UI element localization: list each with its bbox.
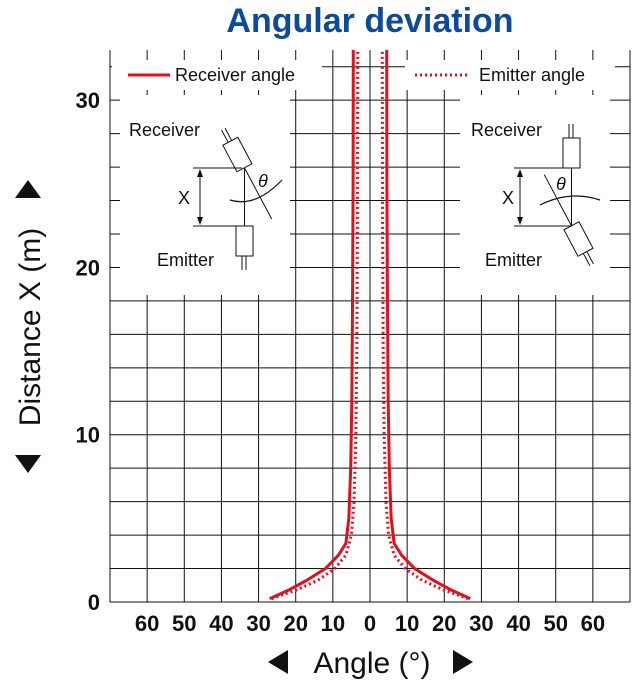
legend: Receiver angle Emitter angle <box>128 65 585 85</box>
x-tick-label: 20 <box>283 611 307 636</box>
receiver-curve-right <box>385 49 471 601</box>
x-tick-label: 20 <box>432 611 456 636</box>
receiver-inset-background <box>120 95 290 295</box>
legend-emitter-label: Emitter angle <box>479 65 585 85</box>
x-tick-label: 30 <box>469 611 493 636</box>
x-tick-label: 10 <box>321 611 345 636</box>
x-tick-label: 60 <box>581 611 605 636</box>
receiver-inset-distance-label: X <box>178 188 190 208</box>
receiver-inset-emitter-label: Emitter <box>157 250 214 270</box>
y-tick-label: 0 <box>88 590 100 615</box>
emitter-inset-emitter-label: Emitter <box>485 250 542 270</box>
y-tick-label: 10 <box>76 423 100 448</box>
x-tick-label: 50 <box>543 611 567 636</box>
y-tick-label: 20 <box>76 255 100 280</box>
left-triangle-icon <box>268 650 288 674</box>
x-axis-label-group: Angle (°) <box>268 647 473 680</box>
right-triangle-icon <box>453 650 473 674</box>
y-tick-label: 30 <box>76 88 100 113</box>
emitter-curve-left <box>271 49 360 601</box>
emitter-inset-receiver-label: Receiver <box>471 120 542 140</box>
emitter-angle-diagram: Receiver Emitter X θ <box>471 120 601 270</box>
x-tick-label: 50 <box>172 611 196 636</box>
x-tick-label: 30 <box>246 611 270 636</box>
emitter-curve-right <box>380 49 469 601</box>
data-curves <box>269 49 471 601</box>
legend-receiver-label: Receiver angle <box>175 65 295 85</box>
y-axis-label-group: Distance X (m) <box>14 180 47 473</box>
down-triangle-icon <box>15 455 41 473</box>
emitter-inset-background <box>460 95 610 295</box>
emitter-inset-angle-label: θ <box>556 174 566 194</box>
x-tick-labels: 60 50 40 30 20 10 0 10 20 30 40 50 60 <box>135 611 605 636</box>
receiver-curve-left <box>269 49 355 601</box>
receiver-angle-diagram: Receiver Emitter X θ <box>129 120 283 270</box>
up-triangle-icon <box>15 180 41 198</box>
receiver-inset-receiver-label: Receiver <box>129 120 200 140</box>
y-axis-label: Distance X (m) <box>14 228 47 426</box>
receiver-inset-angle-label: θ <box>258 171 268 191</box>
x-axis-label: Angle (°) <box>313 647 430 680</box>
x-tick-label: 0 <box>364 611 376 636</box>
x-tick-label: 40 <box>209 611 233 636</box>
emitter-inset-distance-label: X <box>502 188 514 208</box>
chart-title: Angular deviation <box>226 2 513 40</box>
y-tick-labels: 0 10 20 30 <box>76 88 100 615</box>
x-tick-label: 40 <box>506 611 530 636</box>
x-tick-label: 10 <box>395 611 419 636</box>
x-tick-label: 60 <box>135 611 159 636</box>
